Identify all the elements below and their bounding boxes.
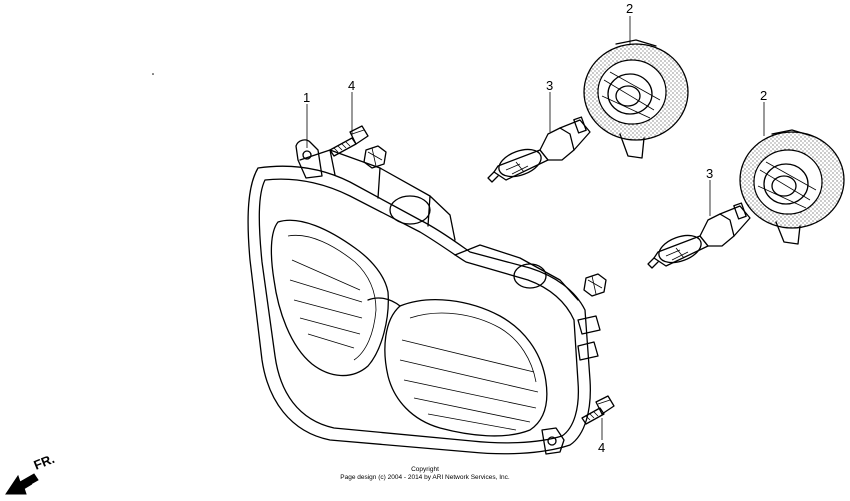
callout-part-4-upper: 4 bbox=[348, 78, 355, 93]
callout-part-3-lower: 3 bbox=[706, 166, 713, 181]
bulb-lower bbox=[647, 202, 751, 269]
callout-part-2-lower: 2 bbox=[760, 88, 767, 103]
copyright-title: Copyright bbox=[411, 466, 439, 473]
socket-cover-upper bbox=[583, 39, 689, 159]
stray-dot bbox=[152, 73, 154, 75]
leader-lines bbox=[306, 16, 765, 440]
front-direction-label: FR. bbox=[32, 451, 57, 473]
callout-part-3-upper: 3 bbox=[546, 78, 553, 93]
screw-lower bbox=[581, 395, 615, 425]
bulb-upper bbox=[487, 116, 591, 183]
callout-part-4-lower: 4 bbox=[598, 440, 605, 455]
headlight-assembly bbox=[247, 139, 607, 455]
callout-part-1: 1 bbox=[303, 90, 310, 105]
copyright-notice: Page design (c) 2004 - 2014 by ARI Netwo… bbox=[340, 474, 510, 481]
socket-cover-lower bbox=[739, 129, 845, 245]
screw-upper bbox=[329, 125, 369, 157]
front-direction-arrow bbox=[5, 473, 39, 495]
callout-part-2-upper: 2 bbox=[626, 1, 633, 16]
